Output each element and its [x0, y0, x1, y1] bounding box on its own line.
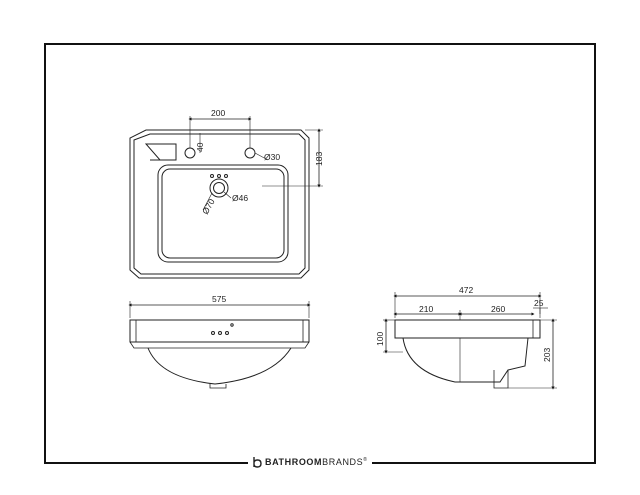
brand-logo: BATHROOMBRANDS® — [248, 455, 372, 469]
dim-rim: 25 — [534, 298, 544, 308]
dim-back: 260 — [491, 304, 505, 314]
basin-outline — [129, 129, 310, 279]
tap-hole-left — [184, 147, 196, 159]
ledge-left — [144, 143, 177, 161]
tap-hole-right — [244, 147, 256, 159]
waste-outer — [209, 178, 229, 198]
dim-tap-offset: 40 — [195, 142, 205, 152]
dim-front: 210 — [419, 304, 433, 314]
b-logo-icon — [253, 456, 262, 468]
front-rim — [129, 319, 310, 343]
dim-total-height: 203 — [542, 348, 552, 362]
dim-waste-outer: Ø70 — [200, 197, 217, 216]
dim-rim-height: 100 — [375, 332, 385, 346]
side-view — [383, 292, 557, 390]
plan-view — [129, 116, 323, 279]
brand-name: BATHROOMBRANDS® — [265, 457, 368, 467]
front-view — [128, 301, 311, 389]
dim-depth: 183 — [314, 152, 324, 166]
bowl-inner-outline — [161, 168, 285, 259]
dim-overall: 472 — [459, 285, 473, 295]
bowl-outline — [157, 164, 289, 263]
dim-tap-hole: Ø30 — [264, 152, 280, 162]
waste-inner — [213, 182, 225, 194]
dim-width: 575 — [212, 294, 226, 304]
side-rim — [394, 319, 541, 339]
basin-outline-inner — [133, 133, 306, 275]
dim-waste-inner: Ø46 — [232, 193, 248, 203]
dim-tap-spacing: 200 — [211, 108, 225, 118]
side-bowl — [402, 337, 529, 383]
front-bowl — [147, 347, 292, 385]
drawing-frame — [44, 43, 596, 464]
